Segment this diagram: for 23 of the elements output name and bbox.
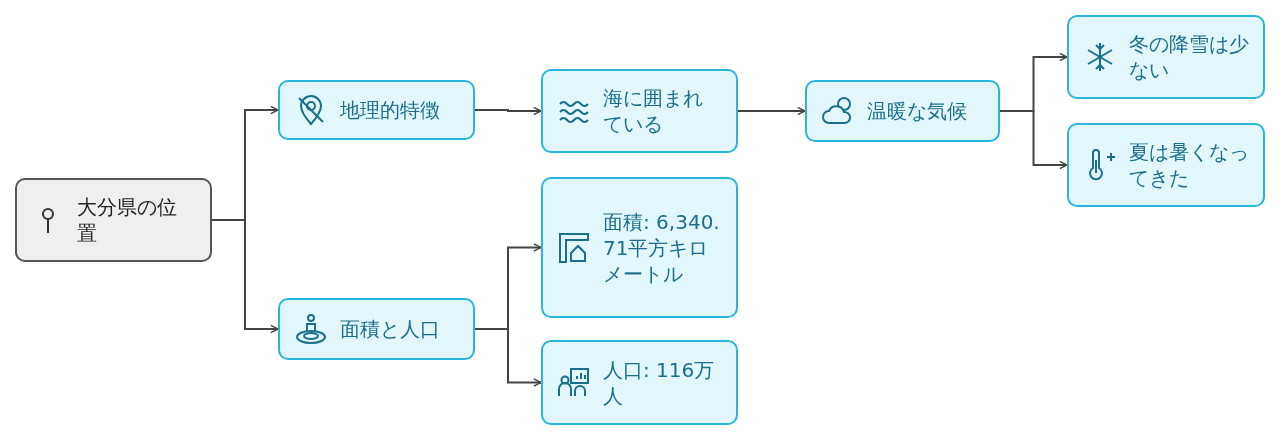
process-box	[541, 69, 738, 153]
arrow	[737, 106, 806, 116]
node-label: 冬の降雪は少ない	[1129, 31, 1249, 83]
process-box	[15, 178, 212, 262]
process-box	[805, 80, 1000, 142]
arrow	[474, 106, 542, 116]
node-label: 大分県の位置	[77, 194, 178, 246]
arrow	[474, 328, 542, 387]
node-label: 面積: 6,340.71平方キロメートル	[603, 208, 721, 287]
process-box	[1067, 123, 1265, 207]
process-box	[1067, 15, 1265, 99]
arrow	[211, 219, 279, 334]
node-label: 夏は暑くなってきた	[1129, 139, 1249, 191]
arrow	[999, 110, 1068, 170]
node-label: 温暖な気候	[867, 98, 967, 124]
process-box	[278, 80, 475, 140]
node-label: 面積と人口	[340, 316, 440, 342]
process-box	[278, 298, 475, 360]
process-box	[541, 177, 738, 318]
process-box	[541, 340, 738, 425]
node-label: 人口: 116万人	[603, 356, 716, 409]
node-label: 海に囲まれている	[603, 85, 704, 137]
node-label: 地理的特徴	[340, 97, 440, 123]
